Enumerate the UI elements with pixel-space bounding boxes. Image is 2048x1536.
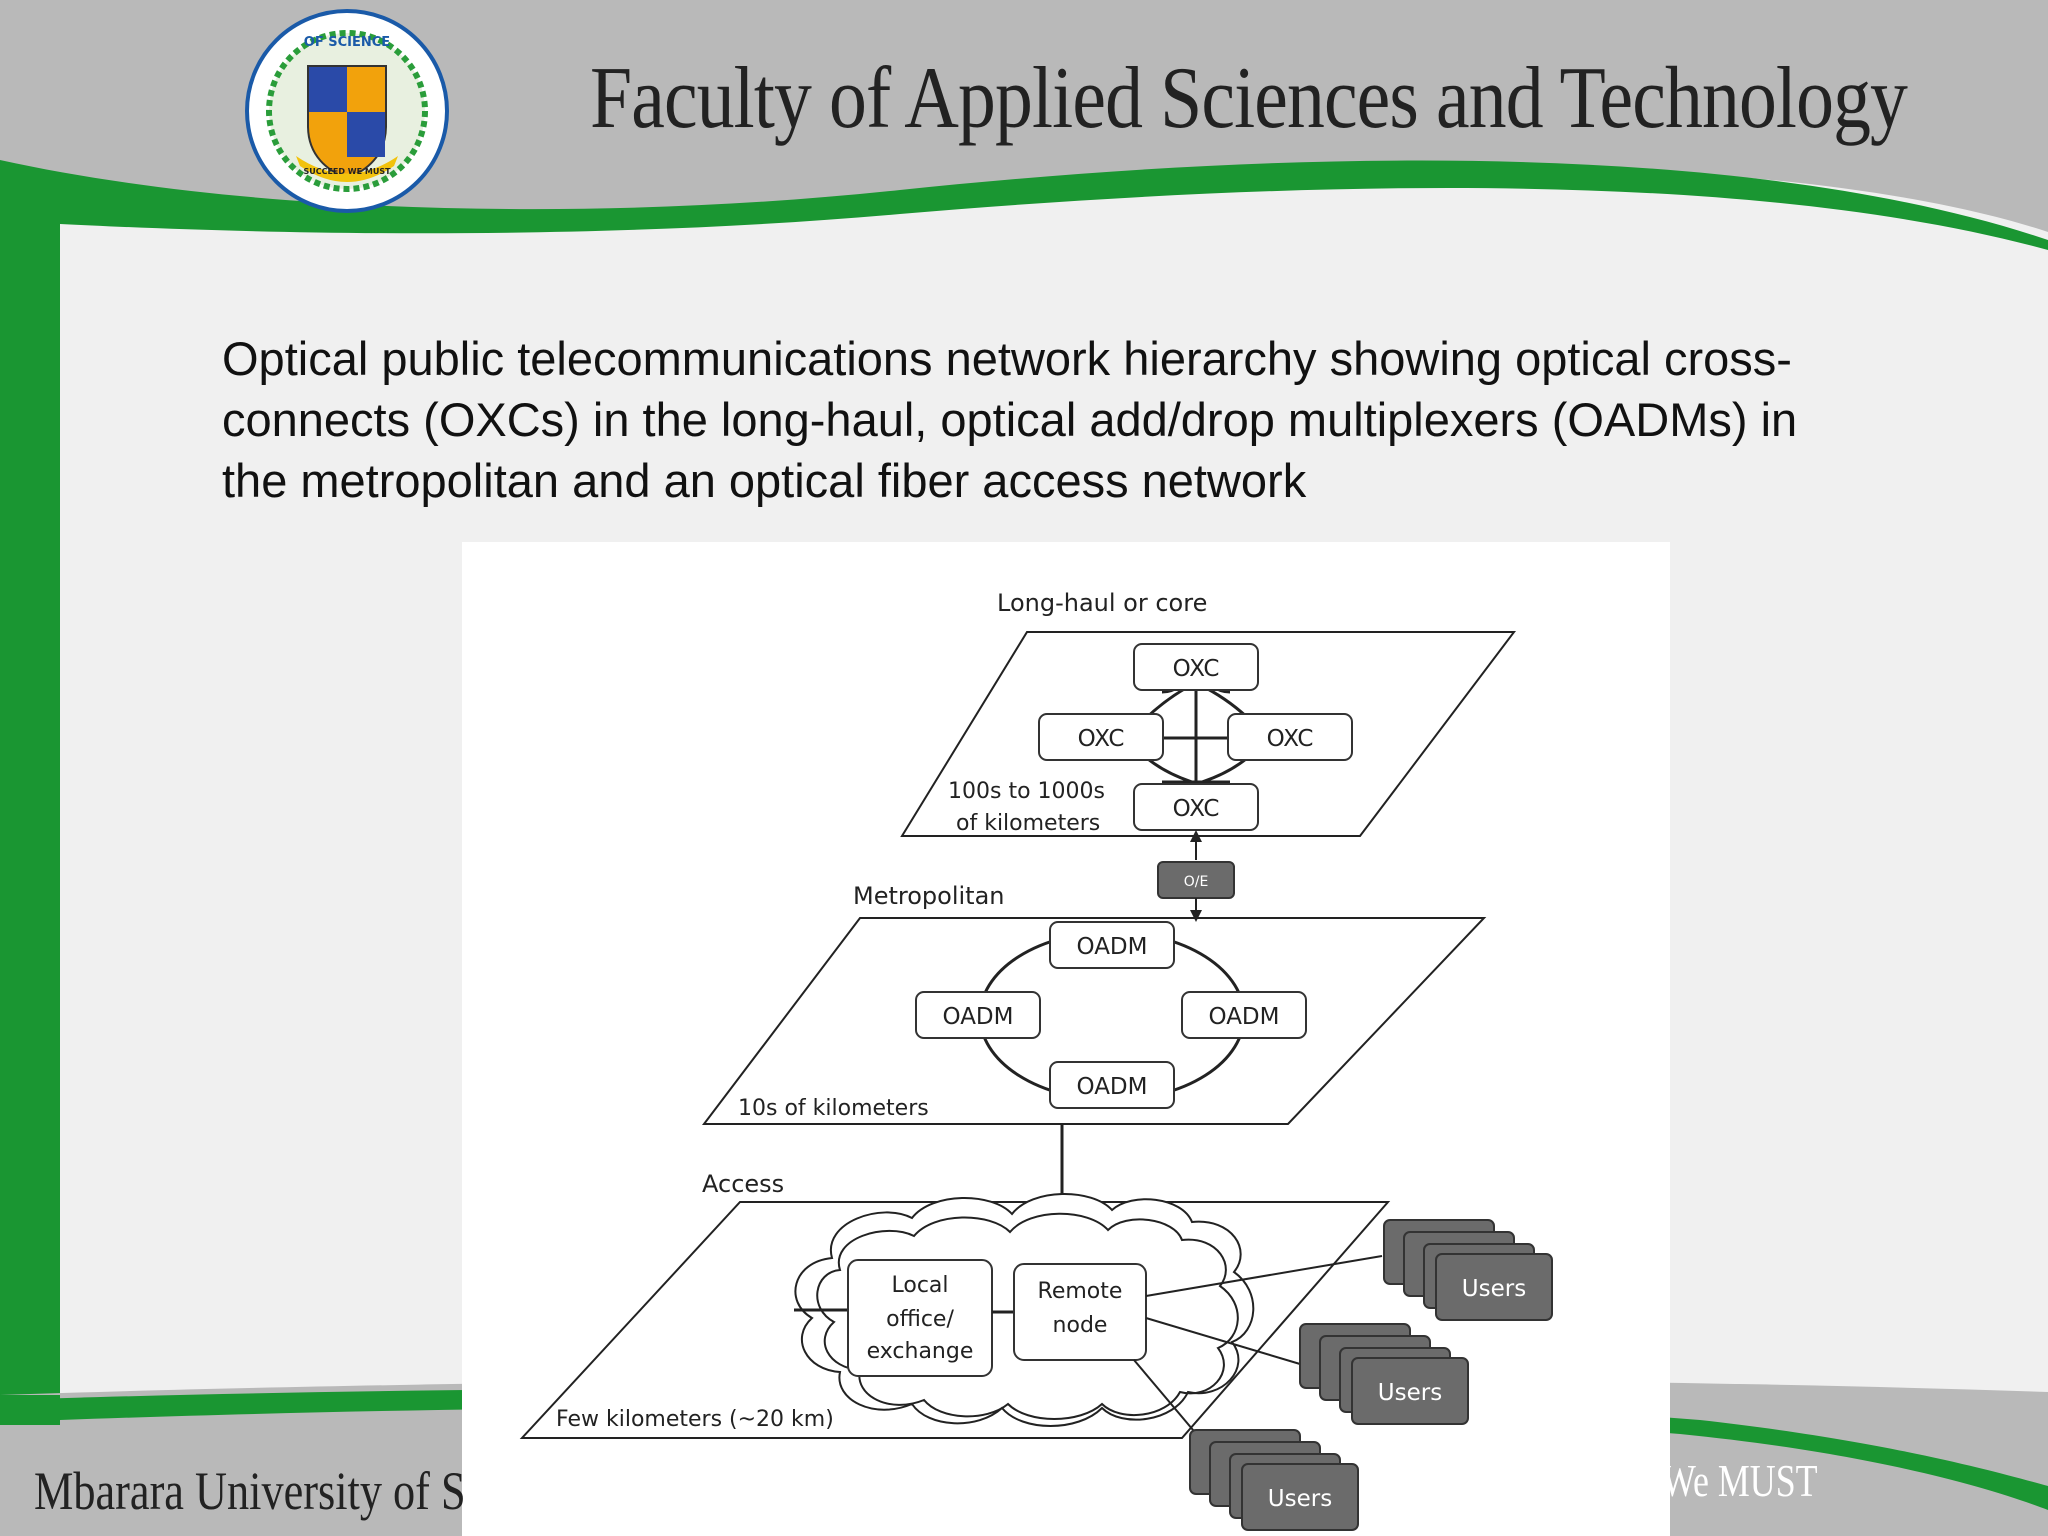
oxc-label: OXC [1078, 726, 1125, 752]
logo-motto: SUCCEED WE MUST [303, 167, 391, 176]
oxc-label: OXC [1173, 656, 1220, 682]
oxc-node-bottom: OXC [1133, 783, 1259, 831]
faculty-title: Faculty of Applied Sciences and Technolo… [590, 50, 1908, 147]
oadm-label: OADM [1077, 934, 1148, 960]
oadm-label: OADM [1077, 1074, 1148, 1100]
remote-node: Remote node [1013, 1263, 1147, 1361]
oadm-label: OADM [1209, 1004, 1280, 1030]
network-hierarchy-diagram: Long-haul or core OXC OXC OXC OXC 100s t… [462, 542, 1670, 1536]
users-group-3: Users [1189, 1429, 1359, 1531]
metro-distance: 10s of kilometers [738, 1096, 929, 1121]
access-plane [519, 1201, 1391, 1439]
oe-label: O/E [1184, 874, 1209, 890]
diagram-canvas: Long-haul or core OXC OXC OXC OXC 100s t… [519, 589, 1553, 1531]
oadm-node-top: OADM [1049, 921, 1175, 969]
caption-line-2: connects (OXCs) in the long-haul, optica… [222, 393, 1798, 446]
oadm-label: OADM [943, 1004, 1014, 1030]
university-logo: OF SCIENCE SUCCEED WE MUST [245, 9, 449, 213]
longhaul-title: Long-haul or core [997, 589, 1207, 617]
users-group-1: Users [1383, 1219, 1553, 1321]
oxc-node-right: OXC [1227, 713, 1353, 761]
users-label: Users [1378, 1380, 1442, 1406]
access-title: Access [702, 1170, 784, 1198]
link-users-2 [1145, 1317, 1301, 1365]
access-distance: Few kilometers (~20 km) [556, 1407, 834, 1432]
local-office-line-3: exchange [867, 1339, 974, 1364]
svg-text:OF SCIENCE: OF SCIENCE [304, 35, 390, 50]
longhaul-distance-line-2: of kilometers [956, 811, 1100, 836]
oxc-node-top: OXC [1133, 643, 1259, 691]
link-users-1 [1145, 1255, 1383, 1297]
access-cloud-inner [816, 1212, 1239, 1420]
longhaul-distance-line-1: 100s to 1000s [948, 779, 1105, 804]
local-office-exchange: Local office/ exchange [847, 1259, 993, 1377]
longhaul-plane [900, 631, 1517, 837]
footer-university-name: Mbarara University of S [34, 1461, 466, 1521]
metro-plane [701, 917, 1487, 1125]
remote-node-line-1: Remote [1038, 1279, 1123, 1304]
local-office-line-2: office/ [886, 1307, 954, 1332]
metro-title: Metropolitan [853, 882, 1005, 910]
users-label: Users [1462, 1276, 1526, 1302]
local-office-line-1: Local [891, 1273, 948, 1298]
caption-line-3: the metropolitan and an optical fiber ac… [222, 454, 1307, 507]
oadm-node-left: OADM [915, 991, 1041, 1039]
caption-line-1: Optical public telecommunications networ… [222, 332, 1792, 385]
footer-motto: We MUST [1662, 1455, 1818, 1506]
oe-converter: O/E [1157, 861, 1235, 899]
oadm-node-bottom: OADM [1049, 1061, 1175, 1109]
oxc-label: OXC [1267, 726, 1314, 752]
slide-caption: Optical public telecommunications networ… [222, 328, 1962, 511]
oadm-node-right: OADM [1181, 991, 1307, 1039]
users-group-2: Users [1299, 1323, 1469, 1425]
oxc-label: OXC [1173, 796, 1220, 822]
users-label: Users [1268, 1486, 1332, 1512]
oxc-node-left: OXC [1038, 713, 1164, 761]
remote-node-line-2: node [1053, 1313, 1108, 1338]
